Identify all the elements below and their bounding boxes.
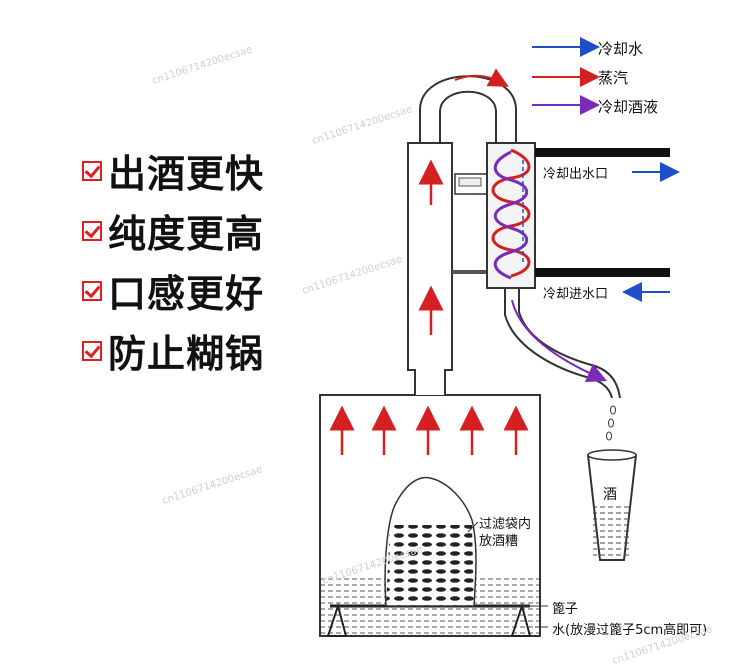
leader-lines [467,521,548,628]
cup-label: 酒 [603,487,617,503]
column [407,142,490,395]
boiler-pot [319,394,541,637]
feature-text: 纯度更高 [108,212,265,256]
pot-steam-arrows [329,405,529,455]
water-label: 水(放漫过篦子5cm高即可) [552,623,708,638]
checkbox-icon [82,280,102,301]
feature-text: 口感更好 [108,272,265,316]
grate-label: 篦子 [552,602,579,617]
cooling-outlet-label: 冷却出水口 [543,167,609,182]
grain-mash [386,525,474,606]
feature-text: 出酒更快 [108,152,265,196]
outlet-pipe [535,148,670,157]
legend-label-steam: 蒸汽 [598,69,629,87]
checkbox-icon [82,340,102,361]
drop-icon [610,405,616,415]
filter-bag-label-2: 放酒糟 [479,534,519,549]
outlet-tube [504,288,621,441]
feature-item-4: 防止糊锅 [82,323,264,378]
feature-item-1: 出酒更快 [82,143,264,198]
legend [532,37,600,115]
grate-leg [326,602,348,637]
cup [587,449,637,561]
filter-bag-label-1: 过滤袋内 [479,517,532,532]
condenser [486,142,536,289]
drop-icon [606,431,612,441]
drop-icon [608,418,614,428]
cooling-inlet-label: 冷却进水口 [543,287,609,302]
feature-item-3: 口感更好 [82,263,264,318]
legend-label-cooling-liquor: 冷却酒液 [598,98,659,116]
checkbox-icon [82,160,102,181]
steam-arrow-icon [454,68,509,87]
liquor-arrow-icon [511,299,608,383]
feature-text: 防止糊锅 [108,332,265,376]
inlet-pipe [535,268,670,277]
grate-leg [510,602,532,637]
checkbox-icon [82,220,102,241]
legend-label-cooling-water: 冷却水 [598,40,644,58]
cooling-pipes [535,148,680,302]
gooseneck-pipe [419,68,517,143]
feature-item-2: 纯度更高 [82,203,264,258]
